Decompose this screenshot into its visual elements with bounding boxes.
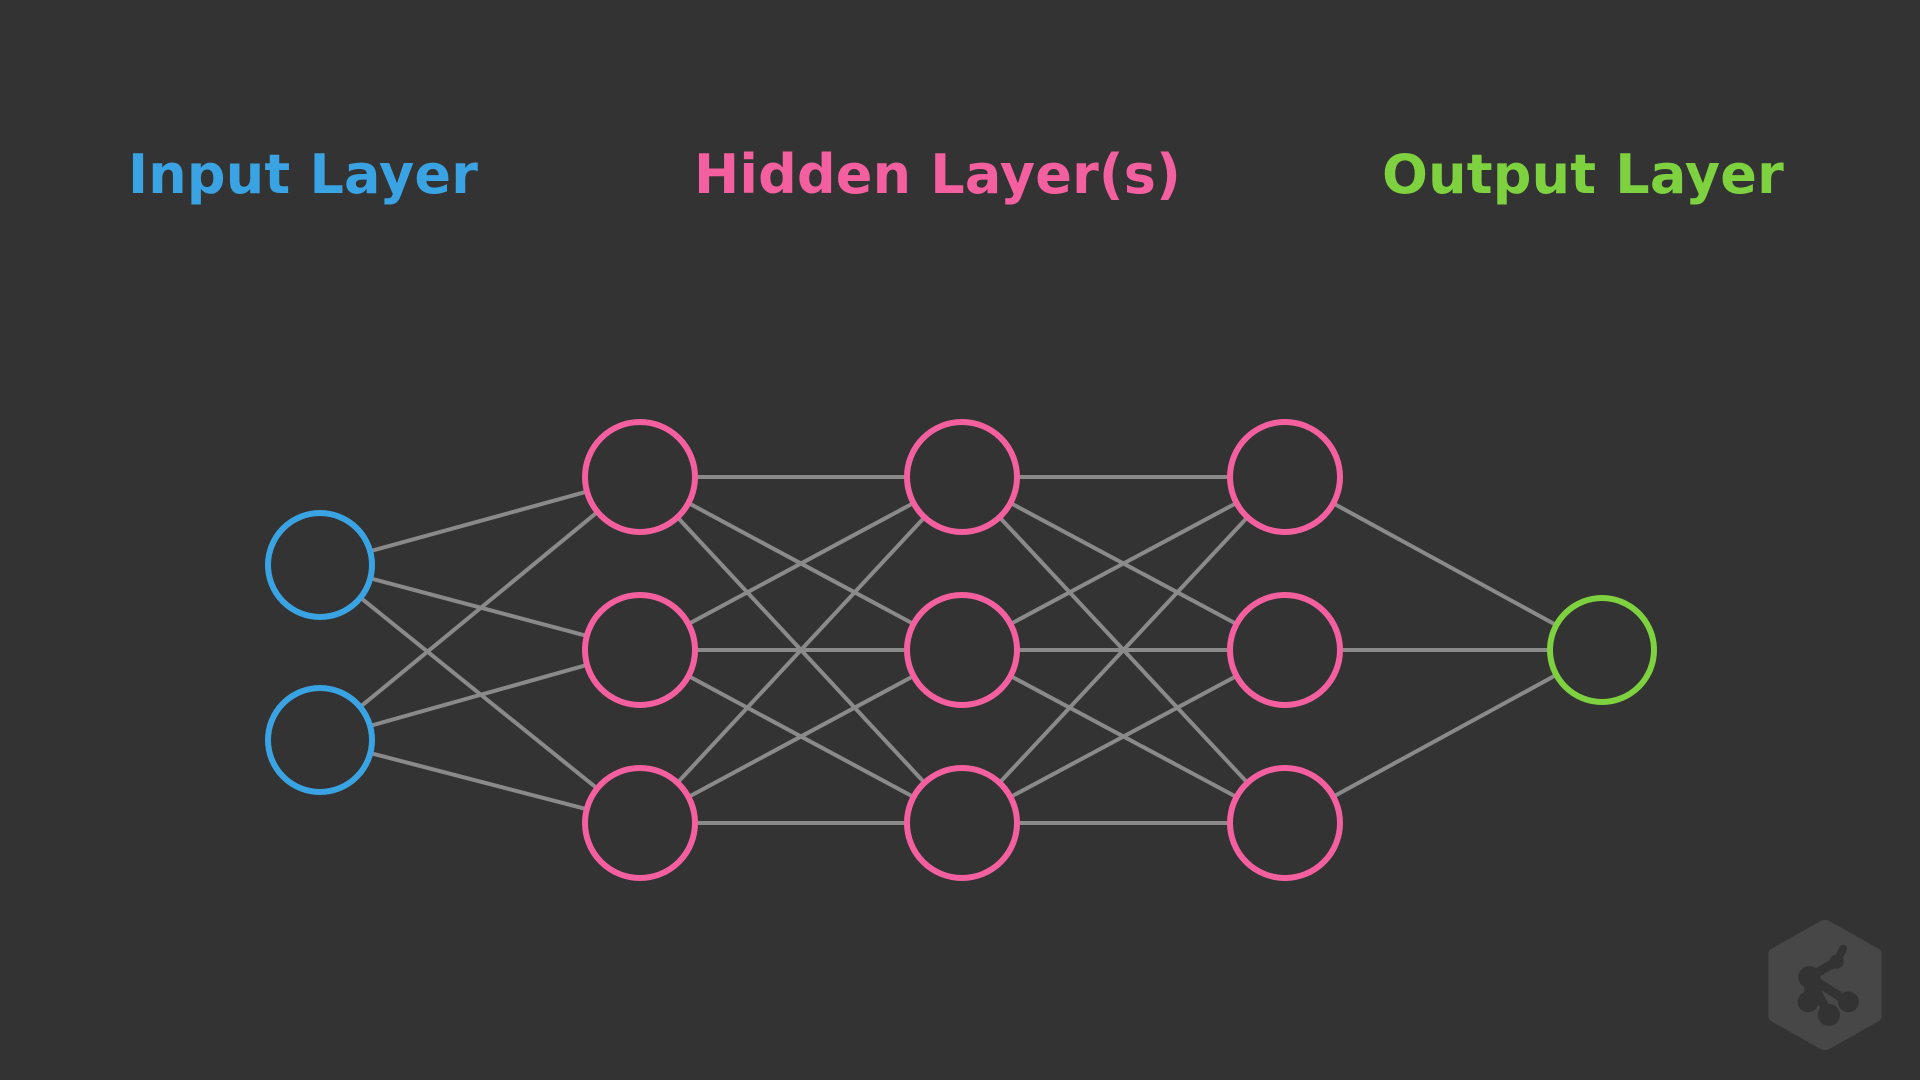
neuron-node-hidden <box>904 765 1020 881</box>
output-layer-label: Output Layer <box>1382 143 1784 206</box>
edges-group <box>358 475 1559 825</box>
connection-edge <box>997 515 1250 785</box>
neuron-node-hidden <box>1227 765 1343 881</box>
connection-edge <box>1008 500 1239 627</box>
neuron-node-hidden <box>1227 592 1343 708</box>
neuron-node-input <box>265 685 375 795</box>
brand-watermark <box>1760 919 1890 1051</box>
connection-edge <box>686 674 916 799</box>
connection-edge <box>358 509 600 709</box>
connection-edge <box>368 489 589 554</box>
connection-edge <box>686 501 916 626</box>
connection-edge <box>1008 673 1239 800</box>
hexagon-neuron-logo-icon <box>1768 919 1882 1051</box>
nodes-group <box>265 419 1657 881</box>
neuron-node-hidden <box>1227 419 1343 535</box>
connection-edge <box>1331 672 1559 799</box>
neuron-node-hidden <box>904 419 1020 535</box>
connection-edge <box>1331 501 1559 628</box>
neuron-node-output <box>1547 595 1657 705</box>
connection-edge <box>368 751 589 812</box>
neuron-node-hidden <box>904 592 1020 708</box>
neuron-node-input <box>265 510 375 620</box>
connection-edge <box>368 662 590 728</box>
neuron-node-hidden <box>582 592 698 708</box>
neuron-node-hidden <box>582 765 698 881</box>
connection-edge <box>358 595 600 791</box>
hidden-layer-label: Hidden Layer(s) <box>694 143 1182 206</box>
neuron-node-hidden <box>582 419 698 535</box>
input-layer-label: Input Layer <box>128 143 479 206</box>
connection-edge <box>675 515 927 785</box>
